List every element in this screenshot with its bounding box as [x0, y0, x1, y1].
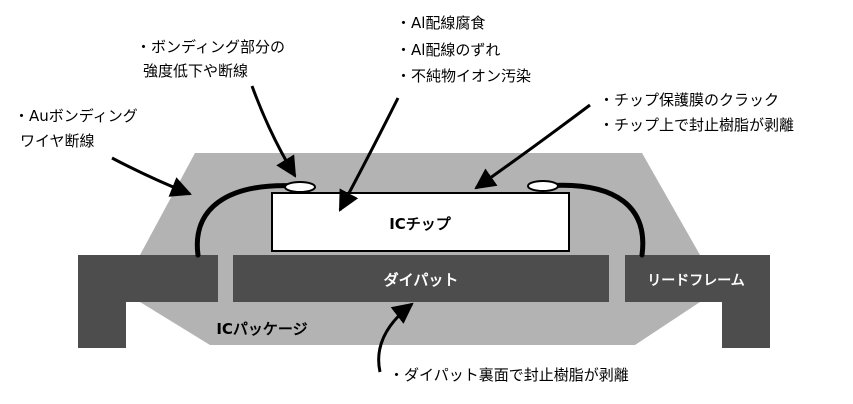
ic-chip — [271, 192, 570, 252]
bond-pad-left — [284, 181, 316, 193]
label-lead-frame: リードフレーム — [647, 273, 745, 289]
arrow-die-pad-back — [377, 302, 414, 373]
arrow-chip-protection — [474, 103, 591, 190]
callout-bonding-line-2: 強度低下や断線 — [143, 62, 249, 80]
arrow-bonding — [250, 85, 297, 178]
callout-al-wiring-line-1: ・Al配線腐食 — [396, 14, 486, 32]
bond-pad-right — [527, 180, 559, 192]
callout-bonding-line-1: ・ボンディング部分の — [136, 38, 285, 56]
die-pad — [233, 255, 609, 302]
bonding-wire-left — [194, 183, 301, 258]
label-ic-chip: ICチップ — [389, 215, 452, 233]
callout-chip-protection-line-2: ・チップ上で封止樹脂が剥離 — [599, 116, 795, 134]
arrow-al-wiring — [338, 97, 400, 212]
arrow-au-wire — [111, 156, 192, 197]
callout-au-wire-line-1: ・Auボンディング — [14, 107, 138, 125]
callout-al-wiring-line-3: ・不純物イオン汚染 — [396, 67, 532, 85]
label-die-pad: ダイパット — [384, 271, 459, 289]
callout-chip-protection-line-1: ・チップ保護膜のクラック — [599, 91, 780, 109]
lead-frame-right — [625, 255, 770, 348]
label-ic-package: ICパッケージ — [216, 320, 307, 338]
lead-frame-left — [78, 255, 218, 348]
callout-die-pad-back: ・ダイパット裏面で封止樹脂が剥離 — [389, 366, 629, 384]
bonding-wire-right — [540, 182, 646, 258]
callout-al-wiring-line-2: ・Al配線のずれ — [396, 41, 501, 59]
callout-au-wire-line-2: ワイヤ断線 — [20, 132, 95, 150]
